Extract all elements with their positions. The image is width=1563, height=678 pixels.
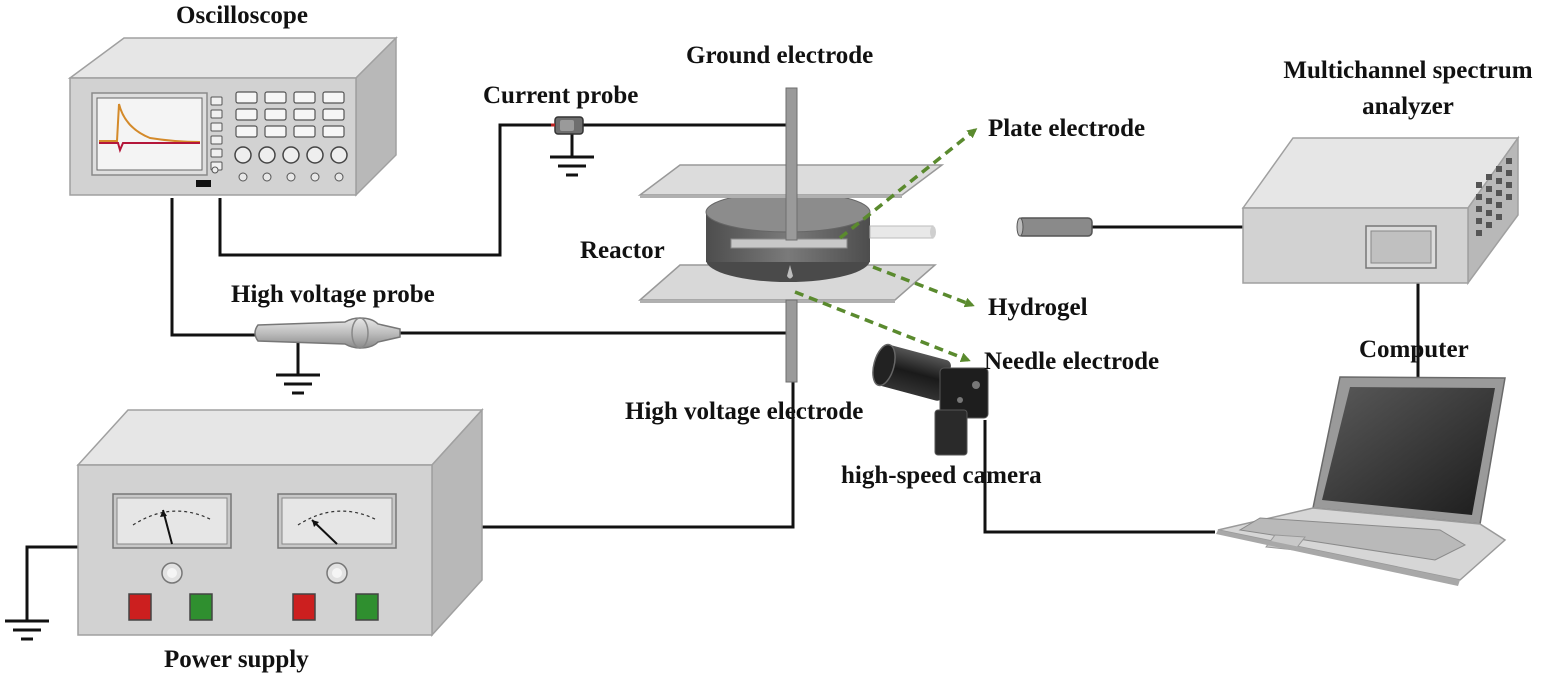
power-supply-icon: [76, 408, 484, 637]
wire-osc-to-current-probe: [218, 123, 555, 257]
computer-label: Computer: [1359, 336, 1469, 363]
spectrum-analyzer-label-line2: analyzer: [1362, 93, 1454, 120]
needle-electrode-label: Needle electrode: [984, 348, 1160, 375]
reactor-label: Reactor: [580, 237, 665, 264]
arrow-hydrogel: [872, 265, 975, 308]
plate-electrode-label: Plate electrode: [988, 115, 1146, 142]
current-probe-icon: [551, 116, 584, 135]
oscilloscope-icon: [67, 36, 398, 197]
reactor-icon: [637, 87, 945, 383]
spectrum-analyzer-icon: [1016, 135, 1520, 286]
high-speed-camera-label: high-speed camera: [841, 462, 1042, 489]
wire-camera-to-laptop: [983, 420, 1215, 534]
wire-power-supply-ground: [25, 545, 78, 620]
wires: [25, 123, 1420, 620]
pointer-arrows: [794, 128, 978, 363]
power-supply-label: Power supply: [164, 646, 309, 673]
wire-power-supply-to-hv-electrode: [482, 380, 795, 529]
high-voltage-probe-label: High voltage probe: [231, 281, 435, 308]
oscilloscope-label: Oscilloscope: [176, 2, 308, 29]
arrow-needle-electrode: [794, 290, 971, 363]
hydrogel-label: Hydrogel: [988, 294, 1088, 321]
ground-symbol-icon: [550, 132, 594, 177]
wire-osc-to-hv-probe: [170, 198, 258, 337]
ground-symbol-icon: [276, 343, 320, 395]
camera-icon: [872, 343, 989, 456]
laptop-icon: [1216, 376, 1507, 586]
spectrum-analyzer-label-line1: Multichannel spectrum: [1283, 57, 1533, 84]
ground-symbol-icon: [5, 619, 49, 641]
high-voltage-probe-icon: [254, 317, 401, 349]
current-probe-label: Current probe: [483, 82, 639, 109]
high-voltage-electrode-label: High voltage electrode: [625, 398, 864, 425]
ground-electrode-label: Ground electrode: [686, 42, 874, 69]
